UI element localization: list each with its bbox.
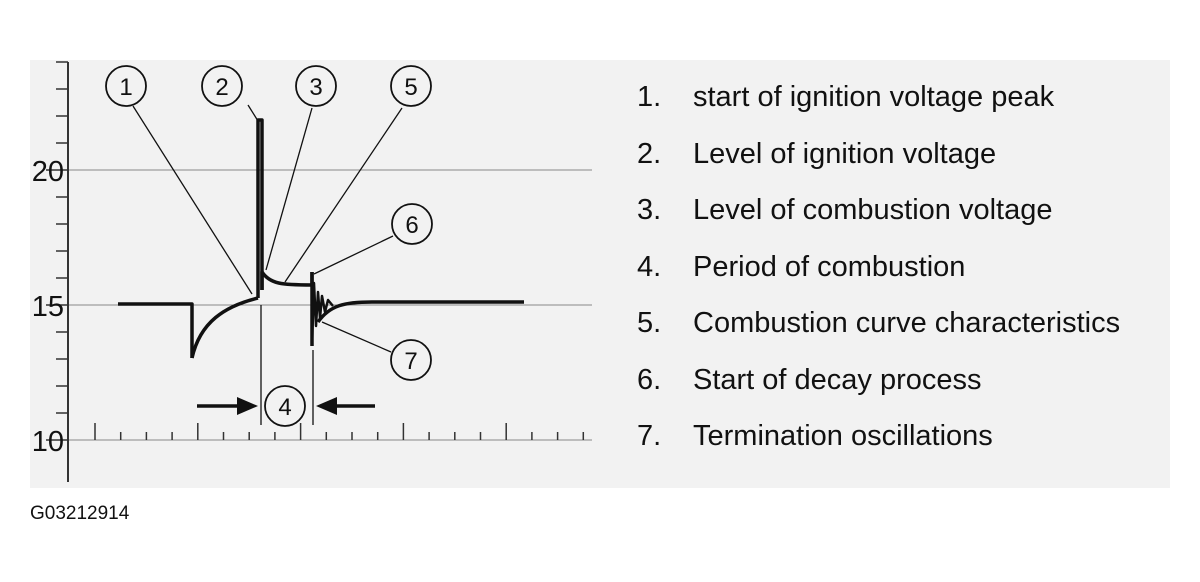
- y-tick-label-20: 20: [32, 156, 64, 188]
- figure-code: G03212914: [30, 503, 130, 524]
- period-arrow-right-head: [316, 397, 337, 415]
- legend-item-number: 5.: [637, 307, 662, 339]
- callout-2: 2: [201, 65, 243, 107]
- leader-line-6: [313, 235, 394, 275]
- legend-item-number: 3.: [637, 194, 662, 226]
- callout-1-label: 1: [119, 74, 132, 101]
- legend-item-5: 5. Combustion curve characteristics: [637, 303, 1120, 360]
- callout-6: 6: [391, 203, 433, 245]
- leader-line-7: [321, 321, 392, 353]
- leader-lines: [132, 104, 403, 353]
- callout-5: 5: [390, 65, 432, 107]
- callout-3: 3: [295, 65, 337, 107]
- legend-item-3: 3. Level of combustion voltage: [637, 190, 1120, 247]
- legend-item-number: 1.: [637, 81, 662, 113]
- figure-background: [30, 60, 1170, 488]
- legend-item-text: Period of combustion: [693, 250, 966, 283]
- legend-item-number: 7.: [637, 420, 662, 452]
- callout-1: 1: [105, 65, 147, 107]
- callout-7-label: 7: [404, 348, 417, 375]
- legend-item-text: Level of combustion voltage: [693, 194, 1053, 226]
- legend-item-number: 6.: [637, 363, 662, 396]
- callout-7: 7: [390, 339, 432, 381]
- legend-item-6: 6. Start of decay process: [637, 360, 1120, 417]
- legend-item-text: Start of decay process: [693, 363, 982, 396]
- time-base-ticks: [94, 423, 585, 440]
- legend-item-number: 4.: [637, 250, 662, 283]
- callout-4: 4: [264, 385, 306, 427]
- callout-4-label: 4: [278, 394, 291, 421]
- period-arrow-left-head: [237, 397, 258, 415]
- trace-segment-combustion-plateau: [260, 270, 314, 290]
- legend-item-1: 1. start of ignition voltage peak: [637, 77, 1120, 134]
- period-arrows: [197, 397, 375, 415]
- legend-item-text: Level of ignition voltage: [693, 137, 997, 170]
- leader-line-3: [265, 107, 313, 271]
- legend-item-2: 2. Level of ignition voltage: [637, 134, 1120, 191]
- legend-item-text: Termination oscillations: [693, 420, 993, 452]
- trace-segment-baseline-start: [118, 302, 194, 358]
- legend-item-text: Combustion curve characteristics: [693, 307, 1121, 339]
- legend-item-7: 7. Termination oscillations: [637, 416, 1120, 473]
- period-markers: [260, 305, 314, 425]
- y-tick-label-15: 15: [32, 291, 64, 323]
- legend-item-number: 2.: [637, 137, 662, 170]
- trace-segment-baseline-end: [316, 300, 524, 324]
- callout-6-label: 6: [405, 212, 418, 239]
- legend-item-text: start of ignition voltage peak: [693, 81, 1055, 113]
- y-axis-ticks: [46, 61, 68, 441]
- trace-segment-ignition-spike: [256, 118, 264, 298]
- leader-line-1: [132, 105, 253, 295]
- callout-5-label: 5: [404, 74, 417, 101]
- legend-item-4: 4. Period of combustion: [637, 247, 1120, 304]
- legend-list: 1. start of ignition voltage peak 2. Level …: [637, 77, 1120, 473]
- oscilloscope-diagram: 20 15 10: [32, 61, 592, 482]
- voltage-trace: [118, 118, 524, 359]
- callout-2-label: 2: [215, 74, 228, 101]
- leader-line-5: [284, 107, 403, 283]
- callout-3-label: 3: [309, 74, 322, 101]
- y-tick-label-10: 10: [32, 426, 64, 458]
- trace-segment-rise: [190, 296, 259, 359]
- leader-line-2: [247, 104, 259, 122]
